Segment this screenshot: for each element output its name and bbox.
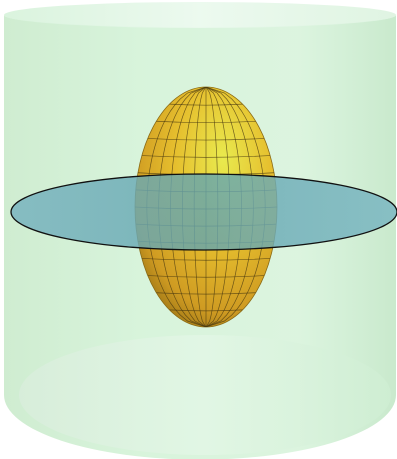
cylinder-bottom-cap — [19, 335, 391, 455]
disk-edge — [10, 173, 397, 251]
disk-surface — [11, 174, 397, 250]
cylinder-top-cap — [4, 2, 396, 28]
disk — [10, 173, 397, 251]
